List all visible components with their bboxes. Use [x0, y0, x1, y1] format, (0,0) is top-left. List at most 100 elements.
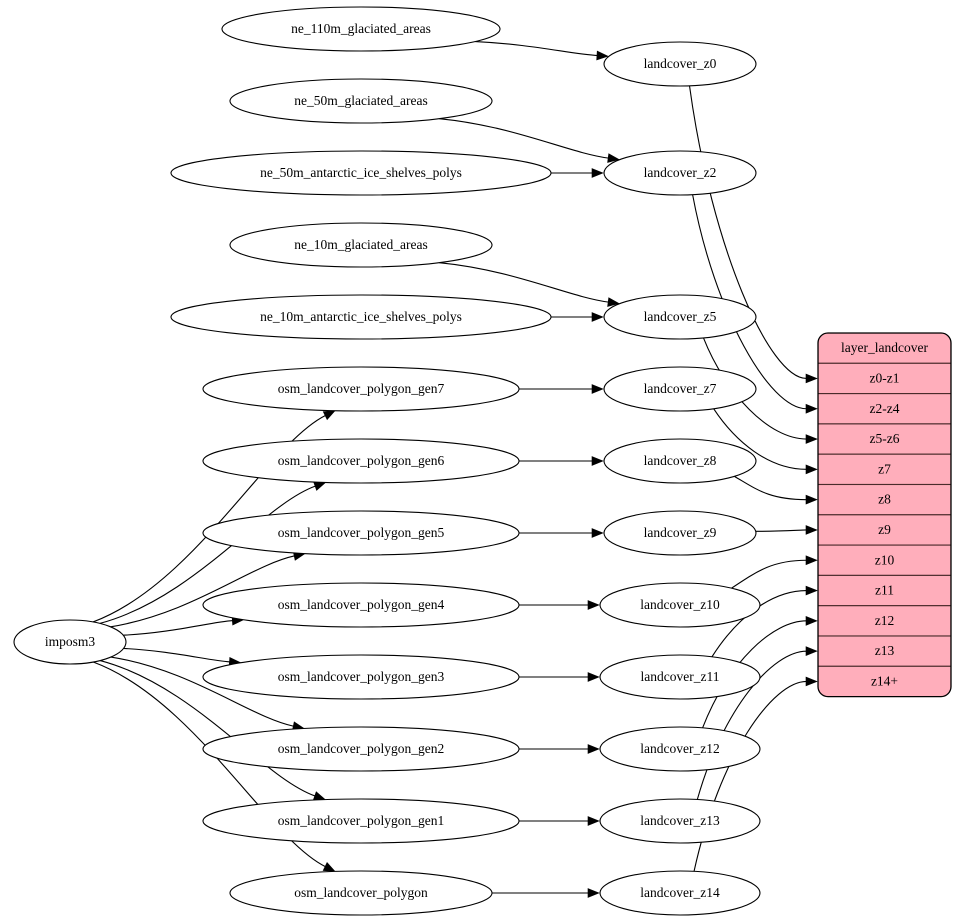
- node-osm_landcover_polygon[interactable]: osm_landcover_polygon: [229, 870, 493, 916]
- node-osm_landcover_polygon_gen3[interactable]: osm_landcover_polygon_gen3: [202, 654, 520, 700]
- table-row-label-z9: z9: [878, 522, 891, 537]
- node-label-ne_10m_glaciated_areas: ne_10m_glaciated_areas: [294, 237, 427, 252]
- node-label-landcover_z13: landcover_z13: [640, 813, 720, 828]
- node-label-osm_landcover_polygon_gen3: osm_landcover_polygon_gen3: [278, 669, 445, 684]
- node-landcover_z5[interactable]: landcover_z5: [603, 294, 757, 340]
- node-shape-ne_50m_antarctic_ice_shelves_polys: [170, 150, 552, 196]
- node-landcover_z8[interactable]: landcover_z8: [603, 438, 757, 484]
- table-row-label-z14+: z14+: [871, 674, 898, 689]
- edge-arrowhead: [805, 373, 818, 384]
- node-osm_landcover_polygon_gen7[interactable]: osm_landcover_polygon_gen7: [202, 366, 520, 412]
- nodes-layer: imposm3 ne_110m_glaciated_areas ne_50m_gla…: [13, 6, 761, 916]
- node-label-imposm3: imposm3: [45, 634, 96, 649]
- table-row-z8[interactable]: [818, 483, 951, 516]
- node-osm_landcover_polygon_gen4[interactable]: osm_landcover_polygon_gen4: [202, 582, 520, 628]
- table-row-label-z2-z4: z2-z4: [870, 401, 900, 416]
- node-ne_50m_antarctic_ice_shelves_polys[interactable]: ne_50m_antarctic_ice_shelves_polys: [170, 150, 552, 196]
- edge-arrowhead: [805, 464, 818, 475]
- node-shape-osm_landcover_polygon_gen6: [202, 438, 520, 484]
- node-landcover_z13[interactable]: landcover_z13: [599, 798, 761, 844]
- node-shape-osm_landcover_polygon_gen3: [202, 654, 520, 700]
- table-row-z14+[interactable]: [818, 665, 951, 697]
- node-shape-landcover_z11: [599, 654, 761, 700]
- edge-landcover_z12-to-layer_landcover:z12: [702, 620, 807, 729]
- node-shape-osm_landcover_polygon_gen2: [202, 726, 520, 772]
- node-ne_10m_antarctic_ice_shelves_polys[interactable]: ne_10m_antarctic_ice_shelves_polys: [170, 294, 552, 340]
- table-row-z9[interactable]: [818, 514, 951, 546]
- node-label-ne_50m_glaciated_areas: ne_50m_glaciated_areas: [294, 93, 427, 108]
- node-label-landcover_z0: landcover_z0: [644, 56, 717, 71]
- edge-arrowhead: [805, 646, 818, 656]
- table-rows-clip: layer_landcoverz0-z1z2-z4z5-z6z7z8z9z10z…: [818, 333, 951, 697]
- table-row-label-z8: z8: [878, 492, 891, 507]
- node-osm_landcover_polygon_gen1[interactable]: osm_landcover_polygon_gen1: [202, 798, 520, 844]
- node-landcover_z7[interactable]: landcover_z7: [603, 366, 757, 412]
- node-osm_landcover_polygon_gen2[interactable]: osm_landcover_polygon_gen2: [202, 726, 520, 772]
- node-landcover_z14[interactable]: landcover_z14: [599, 870, 761, 916]
- node-ne_110m_glaciated_areas[interactable]: ne_110m_glaciated_areas: [221, 6, 501, 52]
- node-ne_50m_glaciated_areas[interactable]: ne_50m_glaciated_areas: [229, 78, 493, 124]
- node-ne_10m_glaciated_areas[interactable]: ne_10m_glaciated_areas: [229, 222, 493, 268]
- edge-imposm3-to-osm_landcover_polygon: [93, 661, 326, 868]
- edge-landcover_z2-to-layer_landcover:z2-z4: [692, 194, 807, 410]
- node-landcover_z0[interactable]: landcover_z0: [603, 41, 757, 87]
- edge-landcover_z0-to-layer_landcover:z0-z1: [688, 85, 807, 379]
- node-landcover_z10[interactable]: landcover_z10: [599, 582, 761, 628]
- edges-layer: [92, 40, 818, 898]
- node-label-ne_110m_glaciated_areas: ne_110m_glaciated_areas: [291, 21, 431, 36]
- edge-landcover_z7-to-layer_landcover:z7: [713, 408, 807, 470]
- edge-arrowhead: [591, 384, 604, 394]
- node-label-landcover_z12: landcover_z12: [640, 741, 719, 756]
- table-row-z10[interactable]: [818, 544, 951, 576]
- edge-landcover_z10-to-layer_landcover:z10: [731, 559, 807, 589]
- layer-landcover-table[interactable]: layer_landcoverz0-z1z2-z4z5-z6z7z8z9z10z…: [817, 332, 952, 698]
- node-label-osm_landcover_polygon_gen6: osm_landcover_polygon_gen6: [278, 453, 445, 468]
- table-header-label: layer_landcover: [841, 340, 928, 355]
- edge-arrowhead: [587, 888, 600, 898]
- table-row-label-z11: z11: [875, 583, 894, 598]
- node-shape-ne_50m_glaciated_areas: [229, 78, 493, 124]
- edge-arrowhead: [322, 410, 336, 421]
- node-landcover_z2[interactable]: landcover_z2: [603, 150, 757, 196]
- node-shape-landcover_z13: [599, 798, 761, 844]
- edge-arrowhead: [587, 672, 600, 682]
- node-landcover_z11[interactable]: landcover_z11: [599, 654, 761, 700]
- node-shape-landcover_z10: [599, 582, 761, 628]
- node-label-landcover_z10: landcover_z10: [640, 597, 720, 612]
- node-label-ne_50m_antarctic_ice_shelves_polys: ne_50m_antarctic_ice_shelves_polys: [260, 165, 462, 180]
- edge-ne_50m_glaciated_areas-to-landcover_z2: [439, 118, 609, 159]
- edge-landcover_z9-to-layer_landcover:z9: [755, 529, 807, 532]
- edge-arrowhead: [805, 525, 818, 535]
- node-label-osm_landcover_polygon_gen4: osm_landcover_polygon_gen4: [278, 597, 445, 612]
- node-label-landcover_z9: landcover_z9: [644, 525, 717, 540]
- table-row-z12[interactable]: [818, 605, 951, 637]
- node-osm_landcover_polygon_gen5[interactable]: osm_landcover_polygon_gen5: [202, 510, 520, 556]
- node-osm_landcover_polygon_gen6[interactable]: osm_landcover_polygon_gen6: [202, 438, 520, 484]
- edge-imposm3-to-osm_landcover_polygon_gen5: [110, 555, 295, 628]
- node-label-osm_landcover_polygon_gen5: osm_landcover_polygon_gen5: [278, 525, 445, 540]
- node-shape-osm_landcover_polygon_gen5: [202, 510, 520, 556]
- node-label-osm_landcover_polygon_gen2: osm_landcover_polygon_gen2: [278, 741, 444, 756]
- table-row-label-z5-z6: z5-z6: [870, 431, 900, 446]
- table-outline: [817, 332, 952, 698]
- edge-arrowhead: [591, 456, 604, 466]
- edge-arrowhead: [312, 791, 326, 801]
- node-shape-osm_landcover_polygon_gen4: [202, 582, 520, 628]
- table-row-label-z7: z7: [878, 461, 891, 476]
- table-row-z5-z6[interactable]: [818, 423, 951, 455]
- table-row-label-z13: z13: [875, 643, 895, 658]
- edge-arrowhead: [591, 528, 604, 538]
- node-label-landcover_z2: landcover_z2: [644, 165, 717, 180]
- node-landcover_z9[interactable]: landcover_z9: [603, 510, 757, 556]
- node-shape-osm_landcover_polygon_gen1: [202, 798, 520, 844]
- node-imposm3[interactable]: imposm3: [13, 619, 127, 665]
- edge-imposm3-to-osm_landcover_polygon_gen4: [123, 620, 233, 636]
- node-label-landcover_z5: landcover_z5: [644, 309, 717, 324]
- edge-imposm3-to-osm_landcover_polygon_gen7: [92, 414, 326, 623]
- edge-arrowhead: [607, 153, 620, 163]
- edge-arrowhead: [805, 616, 818, 626]
- node-label-osm_landcover_polygon: osm_landcover_polygon: [294, 885, 428, 900]
- node-label-landcover_z11: landcover_z11: [641, 669, 720, 684]
- node-landcover_z12[interactable]: landcover_z12: [599, 726, 761, 772]
